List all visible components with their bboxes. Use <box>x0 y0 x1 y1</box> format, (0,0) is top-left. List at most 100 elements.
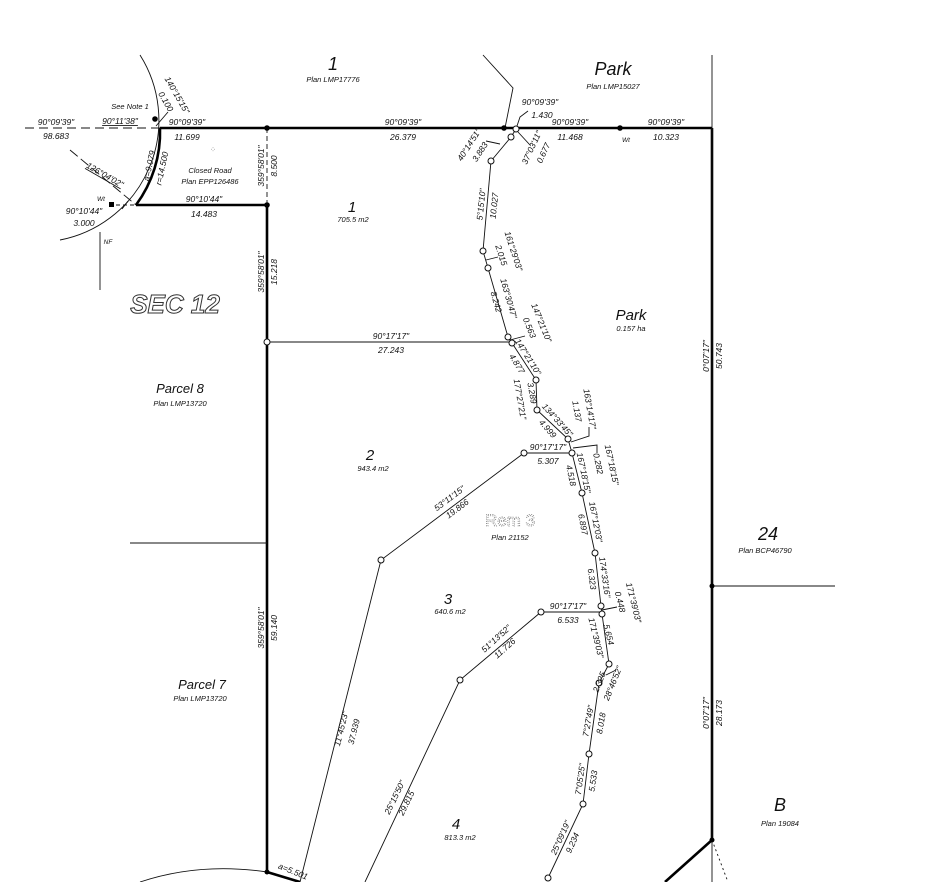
dimension: 90°09'39" 11.468 <box>552 117 589 142</box>
lot-number: Park <box>594 59 632 79</box>
leader <box>155 111 169 127</box>
distance: 8.242 <box>489 290 505 313</box>
dimension: 37°03'11"0.677 <box>519 128 552 166</box>
dimension: 25°15'50"29.815 <box>382 778 417 818</box>
bottom-bold-west <box>266 870 301 882</box>
distance: 10.323 <box>653 132 679 142</box>
closed-road-name: Closed Road <box>188 166 232 175</box>
see-note-marker <box>152 116 158 122</box>
distance: 27.243 <box>377 345 404 355</box>
bearing: 90°09'39" <box>552 117 589 127</box>
distance: 11.699 <box>174 132 200 142</box>
witness-label: Wt <box>97 196 106 203</box>
bearing: 90°09'39" <box>38 117 75 127</box>
road-arc-bold <box>134 127 162 206</box>
distance: 6.897 <box>576 513 590 536</box>
lot-number: Parcel 8 <box>156 381 204 396</box>
plan-label: Plan LMP17776 <box>306 75 360 84</box>
bottom-arc <box>139 868 268 882</box>
pin-solid <box>264 125 270 131</box>
dimension: 90°09'39"98.683 <box>38 117 75 141</box>
nf-label: NF <box>104 239 114 246</box>
bearing-label: 90°11'38" <box>102 116 139 126</box>
dimension: 167°18'15"0.282 <box>591 444 621 487</box>
plan-label: Plan 21152 <box>491 533 529 542</box>
pin-solid <box>709 837 715 843</box>
distance: 0.448 <box>613 590 628 613</box>
dimension: 0°07'17"28.173 <box>701 696 724 729</box>
plan-label: Plan LMP15027 <box>586 82 640 91</box>
radial-line <box>69 149 137 206</box>
plan-label: Plan 19084 <box>761 819 799 828</box>
bearing: 167°12'03" <box>587 501 605 544</box>
bearing: 359°58'01" <box>256 606 266 648</box>
dimension: 5°15'10"10.027 <box>474 187 500 221</box>
distance: 8.500 <box>269 155 279 177</box>
distance: 1.430 <box>531 110 553 120</box>
lot3-lot4-line <box>364 611 601 882</box>
dimension: 174°33'16"6.323 <box>586 556 613 599</box>
road-arc <box>59 54 160 241</box>
dimension: 90°10'44"14.483 <box>186 194 223 219</box>
dimension: 90°10'44"3.000 <box>66 206 103 228</box>
lot-number: 24 <box>757 524 778 544</box>
dimension: 90°09'39" 26.379 <box>385 117 422 142</box>
dimension: 90°09'39"10.323 <box>648 117 685 142</box>
bearing: 171°39'03" <box>624 581 644 624</box>
lot-number: 3 <box>444 591 453 608</box>
distance: 5.307 <box>537 456 559 466</box>
distance: 6.533 <box>557 615 579 625</box>
plan-label: Plan LMP13720 <box>153 399 207 408</box>
bearing: 90°17'17" <box>373 331 410 341</box>
distance: 3.289 <box>525 382 539 405</box>
distance: 26.379 <box>389 132 416 142</box>
dimension: 171°39'03"0.448 <box>613 581 644 624</box>
distance: 0.282 <box>591 452 605 475</box>
dimension: 163°14'17"1.137 <box>570 388 598 431</box>
lot-number: 2 <box>365 447 375 464</box>
lot-number: 1 <box>348 199 356 216</box>
dimension: 359°58'01"15.218 <box>256 250 279 292</box>
leader <box>485 140 501 145</box>
pin-solid <box>709 583 715 589</box>
lot-number: B <box>774 795 786 815</box>
bearing: 126°04'02" <box>85 160 126 190</box>
leader <box>601 606 618 611</box>
dimension: 161°29'03"2.015 <box>493 230 525 273</box>
dimension: 359°58'01"59.140 <box>256 606 279 648</box>
plan-label: Plan LMP13720 <box>173 694 227 703</box>
leader <box>485 256 499 261</box>
bottom-bold-east <box>664 839 713 882</box>
lot-number: 1 <box>328 54 338 74</box>
lot-number: Parcel 7 <box>178 677 226 692</box>
area-label: 813.3 m2 <box>444 833 476 842</box>
dimension: 51°13'52"11.726 <box>479 622 518 660</box>
dimension: 0°07'17"50.743 <box>701 339 724 372</box>
plan-label: Plan BCP46790 <box>738 546 792 555</box>
lot-number: Rem 3 <box>485 511 535 530</box>
leader <box>517 131 531 146</box>
distance: 3.000 <box>73 218 95 228</box>
witness-post <box>109 202 114 207</box>
lot2-lot3-line <box>299 452 572 882</box>
pin-solid <box>501 125 507 131</box>
dimension: 126°04'02" <box>85 160 126 190</box>
bearing: 0°07'17" <box>701 339 711 372</box>
dimensions: 90°09'39"98.683 90°09'39" 11.699 90°09'39… <box>38 75 724 882</box>
distance: 59.140 <box>269 615 279 641</box>
distance: 6.323 <box>586 568 599 591</box>
bearing: 90°09'39" <box>385 117 422 127</box>
distance: 11.468 <box>557 132 583 142</box>
bottom-dotted <box>711 839 729 882</box>
bearing: 359°58'01" <box>256 250 266 292</box>
section-label: SEC 12 <box>130 289 220 319</box>
monuments <box>109 116 715 882</box>
pin-solid <box>617 125 623 131</box>
bearing: 90°10'44" <box>186 194 223 204</box>
bearing: 7°05'25" <box>573 762 587 796</box>
pin-solid <box>264 869 270 875</box>
closed-road-symbol: ⁘ <box>210 145 216 154</box>
area-label: 705.5 m2 <box>337 215 369 224</box>
distance: 8.018 <box>594 712 608 735</box>
pin-solid <box>264 202 270 208</box>
